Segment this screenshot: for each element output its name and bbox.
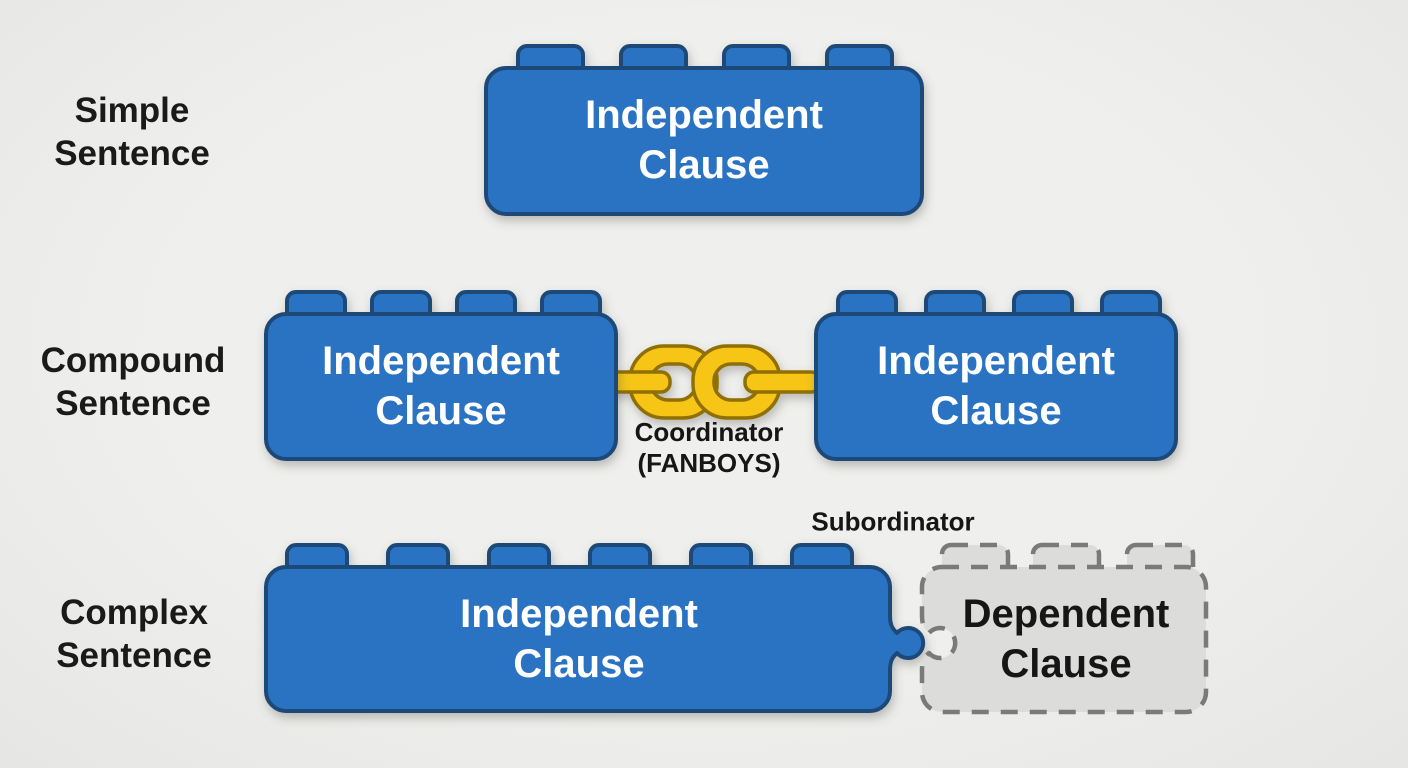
subordinator-label: Subordinator — [811, 506, 975, 537]
compound-left-brick-shape — [264, 290, 618, 461]
complex-independent-brick-shape — [264, 543, 926, 713]
coordinator-label: Coordinator (FANBOYS) — [635, 417, 784, 479]
compound-right-brick-shape — [814, 290, 1178, 461]
brick-label-independent-clause: Independent Clause — [585, 90, 823, 190]
row-label-simple-sentence: Simple Sentence — [54, 89, 210, 175]
brick-label-line: Clause — [513, 642, 645, 686]
row-label-line: Compound — [40, 341, 226, 380]
brick-label-dependent-clause: Dependent Clause — [963, 589, 1170, 689]
brick-label-line: Dependent — [962, 592, 1170, 636]
simple-independent-brick-shape — [484, 44, 924, 216]
brick-label-line: Independent — [460, 592, 698, 636]
brick-label-independent-clause: Independent Clause — [877, 336, 1115, 436]
puzzle-inlet-icon — [919, 564, 1209, 715]
chain-links-icon — [596, 344, 822, 420]
brick-label-line: Clause — [638, 143, 770, 187]
brick-label-independent-clause: Independent Clause — [322, 336, 560, 436]
brick-body — [264, 312, 618, 461]
row-label-line: Sentence — [54, 134, 210, 173]
coordinator-label-line: Coordinator — [634, 417, 784, 447]
row-label-line: Sentence — [56, 636, 212, 675]
brick-label-line: Clause — [1000, 642, 1132, 686]
dependent-brick-shape — [919, 542, 1209, 715]
brick-label-line: Clause — [375, 389, 507, 433]
brick-label-independent-clause: Independent Clause — [460, 589, 698, 689]
chain-right-bar — [743, 370, 822, 394]
brick-label-line: Independent — [585, 93, 823, 137]
brick-label-line: Independent — [877, 339, 1115, 383]
row-label-compound-sentence: Compound Sentence — [41, 339, 226, 425]
coordinator-label-line: (FANBOYS) — [637, 448, 781, 478]
row-label-line: Simple — [74, 91, 190, 130]
brick-label-line: Independent — [322, 339, 560, 383]
brick-body — [814, 312, 1178, 461]
brick-label-line: Clause — [930, 389, 1062, 433]
row-label-line: Complex — [60, 593, 208, 632]
puzzle-tab-icon — [264, 565, 926, 713]
row-label-complex-sentence: Complex Sentence — [56, 591, 212, 677]
row-label-line: Sentence — [55, 384, 211, 423]
brick-body — [484, 66, 924, 216]
